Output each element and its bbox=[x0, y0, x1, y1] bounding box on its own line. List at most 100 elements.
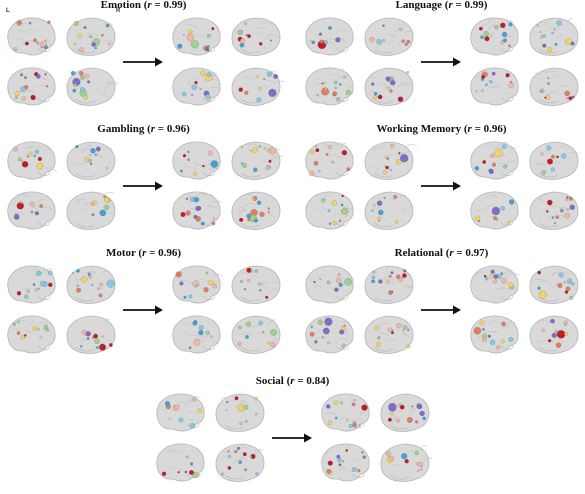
brain-view bbox=[465, 13, 523, 62]
network-node bbox=[550, 318, 555, 324]
network-node bbox=[255, 413, 258, 416]
network-node bbox=[326, 280, 331, 285]
network-node bbox=[542, 43, 547, 48]
network-node bbox=[85, 331, 91, 337]
brain-view bbox=[360, 311, 418, 360]
network-node bbox=[335, 278, 342, 284]
network-node bbox=[565, 198, 568, 202]
network-node bbox=[340, 401, 343, 405]
network-node bbox=[318, 169, 321, 173]
network-node bbox=[21, 161, 29, 168]
network-node bbox=[221, 472, 224, 476]
brain-view bbox=[300, 187, 358, 236]
network-node bbox=[183, 295, 187, 299]
network-node bbox=[83, 26, 87, 29]
network-node bbox=[76, 287, 82, 293]
network-node bbox=[106, 279, 115, 288]
brain-view bbox=[360, 63, 418, 112]
network-node bbox=[14, 214, 20, 220]
network-node bbox=[328, 26, 332, 30]
network-node bbox=[389, 168, 392, 171]
transform-arrow-icon bbox=[271, 432, 313, 444]
network-node bbox=[496, 218, 499, 221]
network-node bbox=[240, 146, 244, 149]
brain-view bbox=[300, 261, 358, 310]
network-node bbox=[24, 334, 27, 337]
brain-view bbox=[525, 63, 583, 112]
network-node bbox=[327, 460, 333, 466]
network-node bbox=[540, 152, 544, 156]
network-node bbox=[371, 275, 376, 280]
panel-title: Emotion (r = 0.99) bbox=[100, 0, 187, 11]
network-node bbox=[234, 396, 239, 401]
correlation-value: = 0.99) bbox=[452, 0, 488, 11]
network-node bbox=[32, 326, 37, 331]
network-node bbox=[326, 469, 332, 474]
network-node bbox=[491, 206, 500, 216]
network-node bbox=[353, 398, 356, 402]
network-node bbox=[263, 78, 266, 81]
brain-view bbox=[525, 137, 583, 186]
brain-view bbox=[211, 439, 269, 488]
network-node bbox=[340, 203, 344, 207]
network-node bbox=[551, 216, 554, 219]
network-node bbox=[189, 470, 194, 475]
network-node bbox=[75, 145, 79, 149]
network-node bbox=[94, 338, 100, 344]
network-node bbox=[188, 29, 193, 34]
network-node bbox=[341, 194, 344, 198]
network-node bbox=[99, 343, 106, 351]
network-node bbox=[377, 94, 383, 100]
network-node bbox=[489, 80, 493, 84]
network-node bbox=[207, 279, 214, 286]
network-node bbox=[195, 284, 199, 287]
network-node bbox=[174, 404, 180, 410]
brain-view bbox=[62, 187, 120, 236]
network-node bbox=[489, 274, 494, 279]
network-node bbox=[32, 283, 36, 286]
network-node bbox=[206, 72, 212, 77]
brain-view bbox=[167, 261, 225, 310]
network-node bbox=[244, 419, 248, 423]
network-node bbox=[70, 71, 76, 76]
network-node bbox=[491, 71, 496, 76]
network-node bbox=[323, 81, 326, 84]
network-node bbox=[241, 162, 247, 168]
network-node bbox=[503, 164, 508, 169]
network-node bbox=[33, 38, 37, 43]
network-node bbox=[259, 211, 265, 217]
network-node bbox=[314, 340, 318, 344]
network-node bbox=[228, 455, 232, 459]
network-node bbox=[101, 335, 104, 338]
brain-view bbox=[525, 261, 583, 310]
network-node bbox=[537, 286, 541, 290]
network-node bbox=[17, 23, 20, 26]
network-node bbox=[544, 96, 547, 99]
brain-view bbox=[316, 439, 374, 488]
network-node bbox=[483, 31, 489, 37]
network-node bbox=[37, 287, 40, 290]
network-node bbox=[507, 282, 513, 288]
brain-view bbox=[465, 63, 523, 112]
network-node bbox=[227, 466, 232, 470]
network-node bbox=[554, 330, 558, 333]
network-node bbox=[487, 334, 491, 338]
network-node bbox=[309, 331, 315, 337]
network-node bbox=[397, 96, 404, 102]
network-node bbox=[95, 146, 101, 152]
network-node bbox=[205, 330, 210, 336]
network-node bbox=[374, 326, 380, 331]
network-node bbox=[419, 410, 425, 417]
brain-view bbox=[465, 187, 523, 236]
network-node bbox=[256, 75, 259, 78]
network-node bbox=[548, 339, 552, 343]
network-node bbox=[207, 150, 213, 156]
network-node bbox=[490, 269, 495, 274]
network-node bbox=[505, 73, 510, 78]
network-node bbox=[338, 219, 342, 223]
network-node bbox=[93, 333, 98, 339]
network-node bbox=[551, 332, 557, 338]
network-node bbox=[568, 196, 573, 201]
network-node bbox=[411, 405, 414, 408]
network-node bbox=[484, 83, 488, 87]
